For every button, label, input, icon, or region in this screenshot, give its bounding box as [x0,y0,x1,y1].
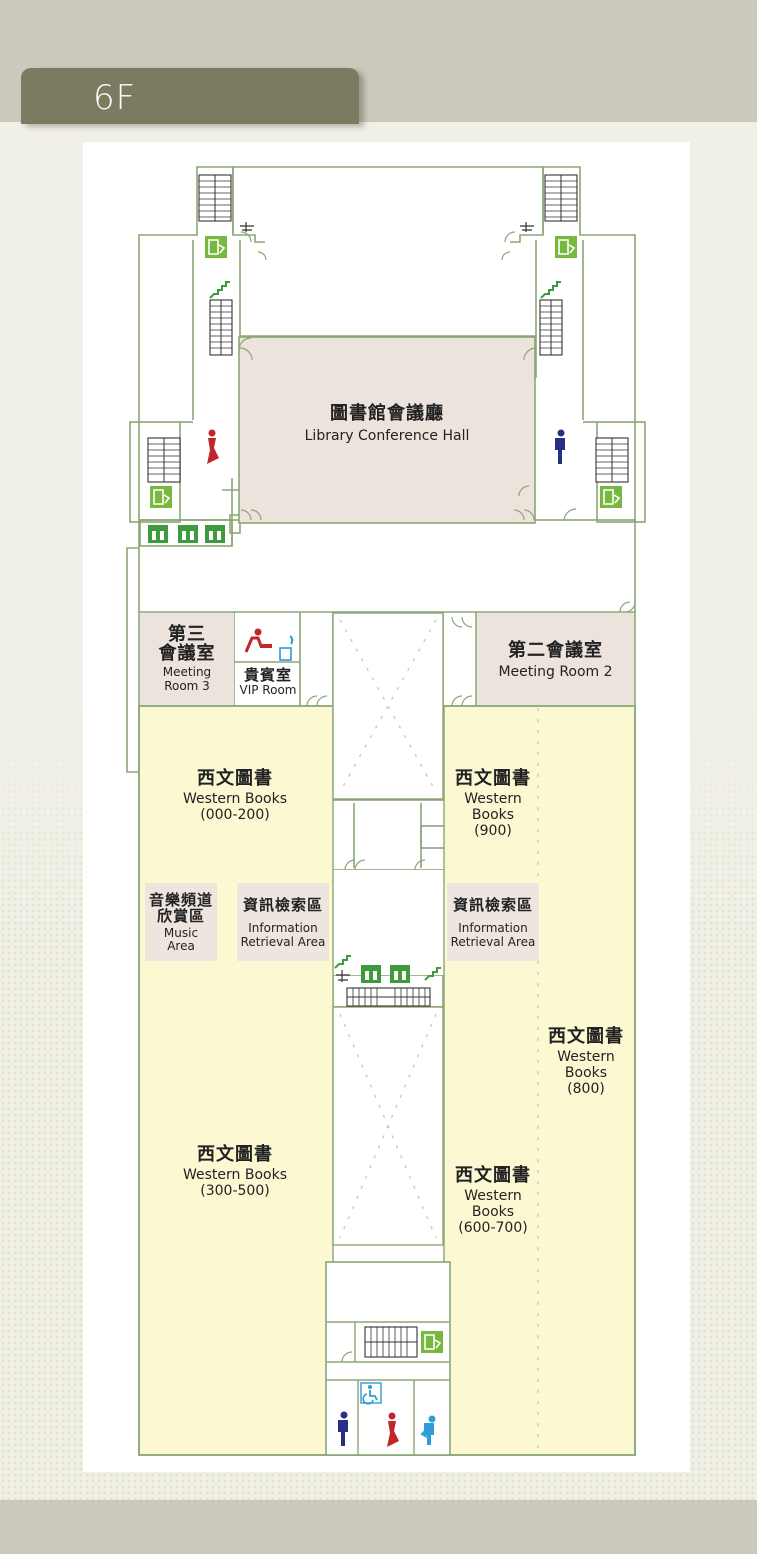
accessible-restroom-icon [360,1382,436,1445]
western-books-300-500-label: 西文圖書 Western Books (300-500) [182,1144,287,1199]
female-restroom-icon [207,429,399,1447]
western-books-600-700-label: 西文圖書 Western Books (600-700) [455,1165,531,1237]
conference-hall[interactable] [238,336,536,524]
info-retrieval-right-box[interactable] [447,883,539,961]
tea-room-icon [244,628,272,653]
books-area-right [444,707,634,1454]
floor-label: 6F [93,78,137,118]
info-retrieval-left-box[interactable] [237,883,329,961]
western-books-000-200-label: 西文圖書 Western Books (000-200) [182,768,287,823]
info-retrieval-left-label: 資訊檢索區 Information Retrieval Area [240,896,326,949]
male-restroom-icon [338,429,565,1446]
floor-tab[interactable]: 6F [21,68,359,124]
music-area-label: 音樂頻道 欣賞區 Music Area [148,891,213,954]
emergency-exit-icon [150,236,622,1353]
western-books-800-label: 西文圖書 Western Books (800) [548,1026,624,1098]
meeting-room-3[interactable] [140,613,234,705]
conference-hall-label: 圖書館會議廳 Library Conference Hall [304,403,470,444]
books-area-left [140,707,333,1454]
meeting-room-3-label: 第三 會議室 Meeting Room 3 [158,624,216,693]
vip-room-label[interactable]: 貴賓室 VIP Room [239,666,297,697]
meeting-room-2[interactable] [477,613,634,705]
info-retrieval-right-label: 資訊檢索區 Information Retrieval Area [450,896,536,949]
music-area-box[interactable] [145,883,217,961]
western-books-900-label: 西文圖書 Western Books (900) [455,768,531,840]
meeting-room-2-label: 第二會議室 Meeting Room 2 [498,640,613,680]
water-dispenser-icon [279,635,294,661]
